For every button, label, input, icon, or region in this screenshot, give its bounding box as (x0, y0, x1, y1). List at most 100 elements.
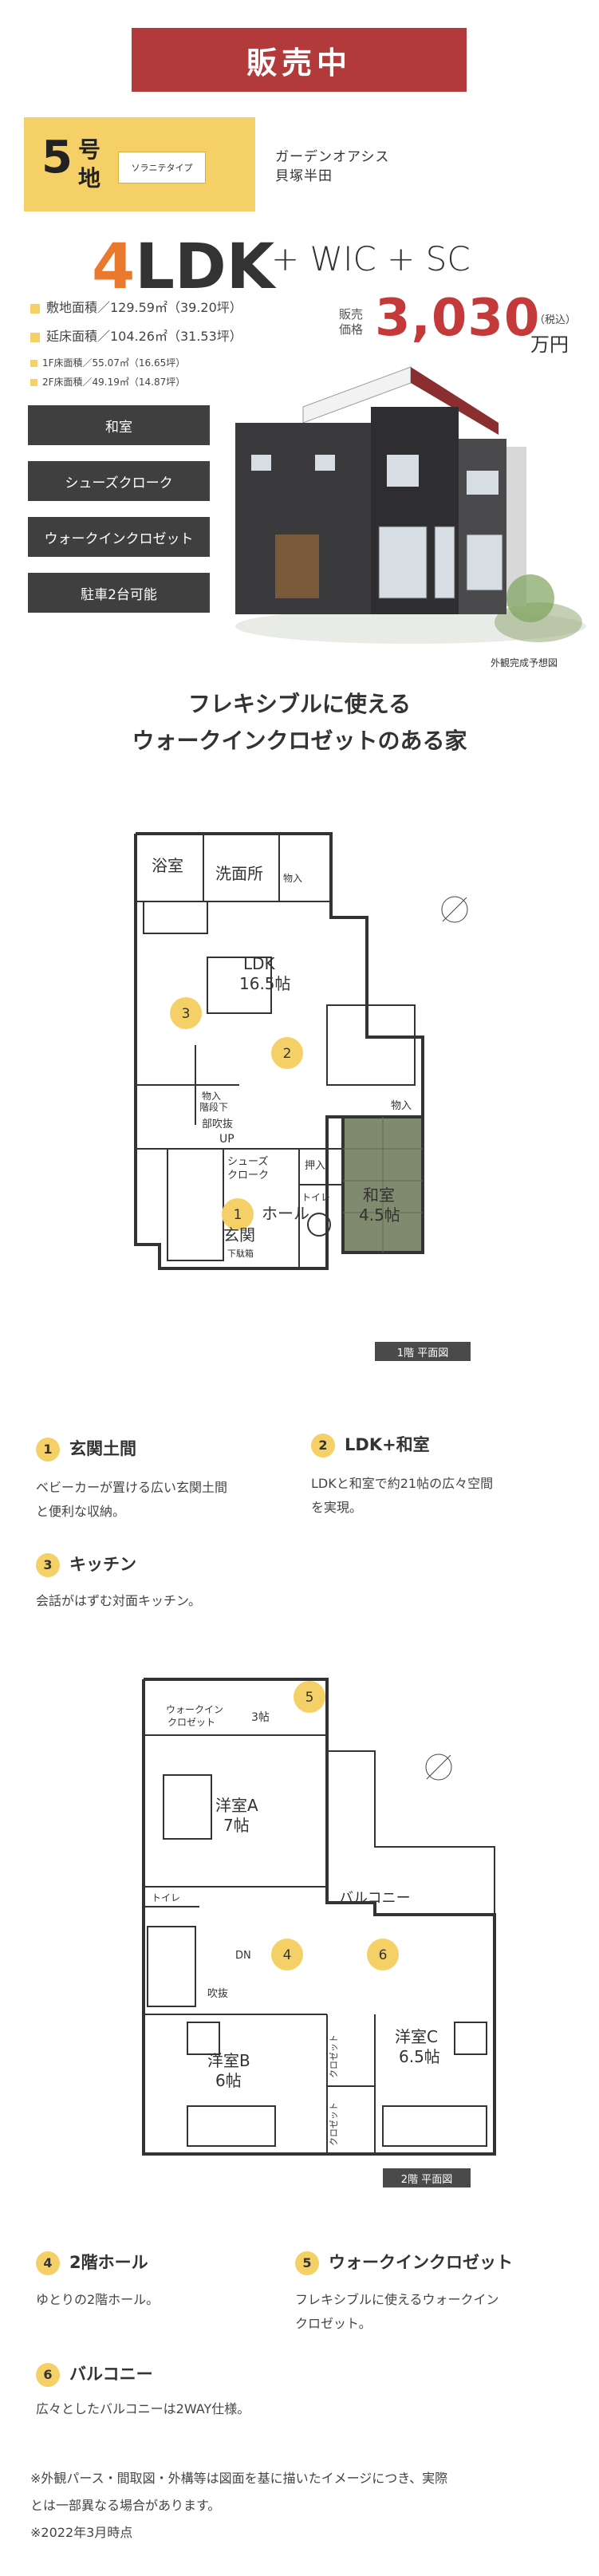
sale-status-badge: 販売中 (132, 28, 467, 92)
point-3-title: 3 キッチン (36, 1552, 136, 1577)
plan2-western-c-size: 6.5帖 (399, 2047, 440, 2066)
plan2-western-a: 洋室A (215, 1796, 258, 1815)
point-6-title: 6 バルコニー (36, 2361, 153, 2387)
plan1-closet: 押入 (305, 1160, 325, 1172)
house-exterior-illustration (235, 366, 586, 644)
headline-line1: フレキシブルに使える (187, 691, 412, 717)
plan2-wic-size: 3帖 (251, 1711, 270, 1724)
project-name-line1: ガーデンオアシス (275, 149, 390, 165)
spec-floor1-text: 1F床面積／55.07㎡（16.65坪） (42, 357, 186, 369)
feature-tag: ウォークインクロゼット (28, 517, 210, 557)
plan1-marker-1: 1 (234, 1207, 242, 1223)
plan1-ldk-size: 16.5帖 (239, 974, 291, 993)
plan2-western-b-size: 6帖 (215, 2071, 242, 2090)
point-title-text: 2階ホール (69, 2253, 148, 2272)
point-title-text: LDK+和室 (345, 1435, 430, 1454)
plan2-western-b: 洋室B (207, 2051, 250, 2070)
bullet-square-icon (30, 360, 37, 367)
spec-floor-area-text: 延床面積／104.26㎡（31.53坪） (46, 329, 242, 344)
point-number-circle: 2 (311, 1434, 335, 1458)
plan1-washitsu: 和室 (363, 1185, 395, 1205)
plan1-shoebox: 下駄箱 (227, 1248, 254, 1259)
spec-site-area-text: 敷地面積／129.59㎡（39.20坪） (46, 300, 242, 315)
point-desc-line: 会話がはずむ対面キッチン。 (36, 1593, 202, 1608)
plan2-wic2: クロゼット (167, 1717, 215, 1728)
photo-caption: 外観完成予想図 (491, 657, 558, 669)
point-4-title: 4 2階ホール (36, 2250, 148, 2275)
point-desc-line: ゆとりの2階ホール。 (36, 2292, 160, 2307)
price-unit: 万円 (530, 333, 569, 356)
bullet-square-icon (30, 303, 40, 314)
plan1-hall: ホール (262, 1204, 309, 1223)
layout-extras: + WIC + SC (271, 239, 471, 278)
plan2-closet-upper: クロゼット (329, 2034, 339, 2078)
point-title-text: ウォークインクロゼット (329, 2253, 513, 2272)
layout-ldk: LDK (135, 231, 275, 303)
project-name: ガーデンオアシス 貝塚半田 (275, 148, 389, 186)
floor-plan-1f: 3 2 1 浴室 洗面所 物入 LDK 16.5帖 物入 階段下 部吹抜 UP … (134, 832, 468, 1270)
point-title-text: 玄関土間 (69, 1439, 136, 1458)
plan2-western-a-size: 7帖 (223, 1816, 250, 1835)
spec-site-area: 敷地面積／129.59㎡（39.20坪） (30, 297, 242, 316)
bullet-square-icon (30, 379, 37, 386)
plan2-caption: 2階 平面図 (383, 2168, 471, 2187)
price-tax-note: （税込） (534, 314, 577, 326)
plan1-shoes: シューズ (227, 1155, 268, 1168)
point-6-desc: 広々としたバルコニーは2WAY仕様。 (36, 2397, 250, 2421)
spec-floor-area: 延床面積／104.26㎡（31.53坪） (30, 325, 242, 345)
price-label: 販売 価格 (339, 307, 371, 337)
plan1-storage-stairs: 物入 (202, 1091, 221, 1102)
spec-floor1: 1F床面積／55.07㎡（16.65坪） (30, 356, 185, 369)
plan1-caption: 1階 平面図 (375, 1342, 471, 1361)
price-label-line2: 価格 (339, 322, 364, 337)
point-2-desc: LDKと和室で約21帖の広々空間を実現。 (311, 1472, 493, 1520)
spec-floor2: 2F床面積／49.19㎡（14.87坪） (30, 375, 185, 389)
layout-number: 4 (92, 231, 136, 303)
plan2-toilet: トイレ (152, 1892, 180, 1903)
point-title-text: キッチン (69, 1555, 136, 1574)
plan2-balcony: バルコニー (339, 1890, 411, 1907)
plan2-western-c: 洋室C (395, 2027, 438, 2046)
plan1-shoes2: クローク (227, 1170, 269, 1181)
lot-number: 5 (41, 132, 73, 183)
point-number-circle: 1 (36, 1438, 60, 1462)
point-desc-line: ベビーカーが置ける広い玄関土間 (36, 1480, 228, 1495)
plan1-storage2: 物入 (391, 1100, 412, 1112)
floor-plan-2f: 5 4 6 ウォークイン クロゼット 3帖 洋室A 7帖 トイレ バルコニー D… (142, 1678, 496, 2156)
price-value: 3,030 (375, 289, 541, 348)
headline-line2: ウォークインクロゼットのある家 (132, 728, 467, 754)
plan1-stairwell: 部吹抜 (202, 1118, 233, 1130)
point-desc-line: 広々としたバルコニーは2WAY仕様。 (36, 2401, 250, 2416)
point-title-text: バルコニー (69, 2365, 153, 2384)
point-number-circle: 4 (36, 2251, 60, 2275)
point-1-title: 1 玄関土間 (36, 1436, 136, 1462)
plan1-up: UP (219, 1133, 234, 1146)
bullet-square-icon (30, 332, 40, 342)
point-3-desc: 会話がはずむ対面キッチン。 (36, 1589, 201, 1613)
plan2-marker-5: 5 (305, 1690, 314, 1706)
feature-tag: 和室 (28, 405, 210, 445)
point-desc-line: クロゼット。 (295, 2316, 372, 2331)
plan1-washroom: 洗面所 (215, 864, 263, 883)
point-desc-line: LDKと和室で約21帖の広々空間 (311, 1476, 494, 1491)
point-desc-line: と便利な収納。 (36, 1504, 126, 1519)
note-line: とは一部異なる場合があります。 (30, 2498, 221, 2513)
plan2-stairwell: 吹抜 (207, 1987, 228, 2000)
lot-type: ソラニテタイプ (118, 152, 206, 183)
disclaimer-notes: ※外観パース・間取図・外構等は図面を基に描いたイメージにつき、実際 とは一部異な… (30, 2465, 447, 2546)
price-label-line1: 販売 (339, 307, 364, 322)
plan2-wic: ウォークイン (166, 1704, 223, 1715)
point-5-desc: フレキシブルに使えるウォークインクロゼット。 (295, 2288, 499, 2336)
note-line: ※2022年3月時点 (30, 2525, 133, 2540)
layout-title: 4LDK (92, 231, 274, 303)
plan1-storage1: 物入 (283, 873, 302, 884)
plan1-ldk: LDK (243, 954, 276, 973)
point-number-circle: 6 (36, 2363, 60, 2387)
plan2-closet-lower: クロゼット (329, 2102, 339, 2146)
point-number-circle: 3 (36, 1553, 60, 1577)
plan2-dn: DN (235, 1950, 251, 1962)
point-2-title: 2 LDK+和室 (311, 1432, 430, 1458)
point-4-desc: ゆとりの2階ホール。 (36, 2288, 159, 2312)
feature-tag: シューズクローク (28, 461, 210, 501)
plan1-marker-3: 3 (182, 1006, 191, 1022)
